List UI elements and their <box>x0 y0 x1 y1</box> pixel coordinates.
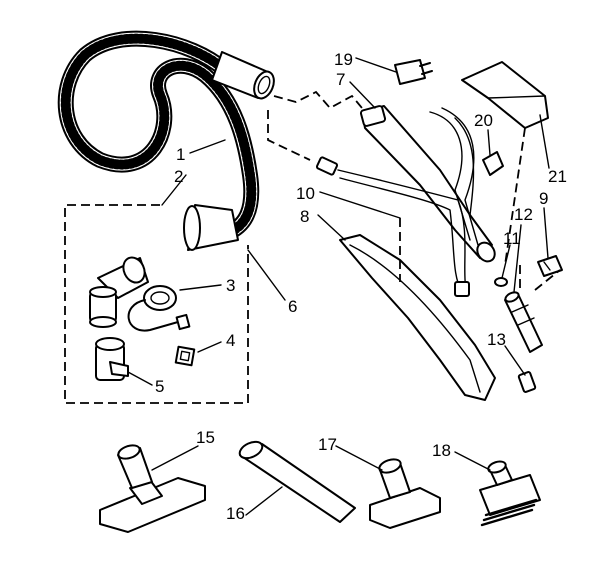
plug-part <box>394 59 433 85</box>
label-part-20: 20 <box>474 111 493 130</box>
label-part-21: 21 <box>548 167 567 186</box>
label-part-18: 18 <box>432 441 451 460</box>
top-cover <box>461 61 549 129</box>
label-part-12: 12 <box>514 205 533 224</box>
assembly-dashes <box>267 90 561 291</box>
label-part-10: 10 <box>296 184 315 203</box>
swivel-elbow <box>89 256 149 328</box>
label-part-6: 6 <box>288 297 297 316</box>
label-part-16: 16 <box>226 504 245 523</box>
small-bracket <box>174 345 196 367</box>
hose-top-cuff <box>211 51 275 100</box>
handle-wiring <box>315 107 479 297</box>
kit-box <box>64 204 249 404</box>
part-labels: 1 2 3 4 5 6 7 8 9 10 11 12 13 15 16 17 1… <box>155 50 567 523</box>
cord-ring <box>127 285 191 332</box>
crevice-tool <box>238 440 356 523</box>
label-part-3: 3 <box>226 276 235 295</box>
label-part-17: 17 <box>318 435 337 454</box>
leader-lines <box>127 57 550 516</box>
upholstery-tool <box>369 458 441 529</box>
small-nut <box>482 151 504 176</box>
small-tab <box>517 371 537 393</box>
label-part-13: 13 <box>487 330 506 349</box>
label-part-15: 15 <box>196 428 215 447</box>
cuff-part <box>95 337 129 381</box>
floor-tool <box>99 444 206 533</box>
dusting-brush <box>479 460 541 527</box>
hose-bottom-cuff <box>183 204 239 251</box>
label-part-11: 11 <box>503 229 521 248</box>
upper-handle <box>359 105 496 263</box>
washer-part <box>494 277 508 287</box>
label-part-1: 1 <box>176 145 185 164</box>
label-part-7: 7 <box>336 70 345 89</box>
label-part-5: 5 <box>155 377 164 396</box>
hose-assembly <box>57 30 275 251</box>
lower-handle-shell <box>339 234 496 401</box>
switch-tube <box>504 291 543 353</box>
label-part-9: 9 <box>539 189 548 208</box>
label-part-19: 19 <box>334 50 353 69</box>
label-part-8: 8 <box>300 207 309 226</box>
clip-part <box>537 255 563 277</box>
label-part-4: 4 <box>226 331 235 350</box>
label-part-2: 2 <box>174 167 183 186</box>
